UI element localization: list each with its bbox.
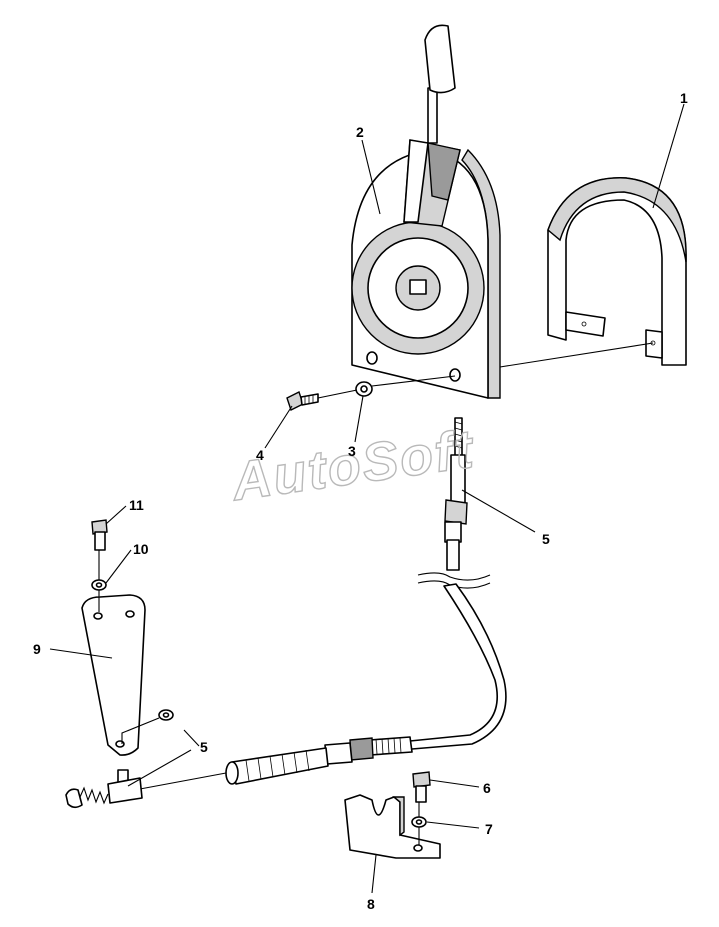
bolt-part-4: [286, 391, 319, 411]
watermark-text: AutoSoft: [226, 419, 478, 513]
clip-washer-part-5: [158, 709, 174, 721]
bolt-part-6: [412, 771, 431, 803]
mounting-bracket-part-8: [344, 794, 441, 859]
callout-5-cable: 5: [542, 531, 550, 547]
cable-clevis-end: [65, 769, 143, 809]
callout-6: 6: [483, 780, 491, 796]
washer-part-10: [91, 579, 107, 591]
bolt-part-11: [91, 519, 108, 551]
callout-11: 11: [129, 497, 144, 513]
callout-10: 10: [133, 541, 149, 557]
control-lever-housing: [351, 148, 501, 399]
washer-part-7: [411, 816, 427, 828]
callout-2: 2: [356, 124, 364, 140]
leader-lines: [49, 103, 685, 894]
callout-9: 9: [33, 641, 41, 657]
lever-plate-part-9: [81, 594, 146, 756]
callout-3: 3: [348, 443, 356, 459]
callout-1: 1: [680, 90, 688, 106]
callout-labels: 1 2 3 4 5 5 6 7 8 9 10 11: [33, 90, 688, 912]
shift-lever: [403, 24, 461, 227]
washer-part-3: [355, 381, 373, 397]
callout-7: 7: [485, 821, 493, 837]
callout-5-clips: 5: [200, 739, 208, 755]
callout-4: 4: [256, 447, 264, 463]
u-clamp-bracket: [547, 177, 687, 366]
push-pull-cable: [139, 417, 507, 790]
callout-8: 8: [367, 896, 375, 912]
